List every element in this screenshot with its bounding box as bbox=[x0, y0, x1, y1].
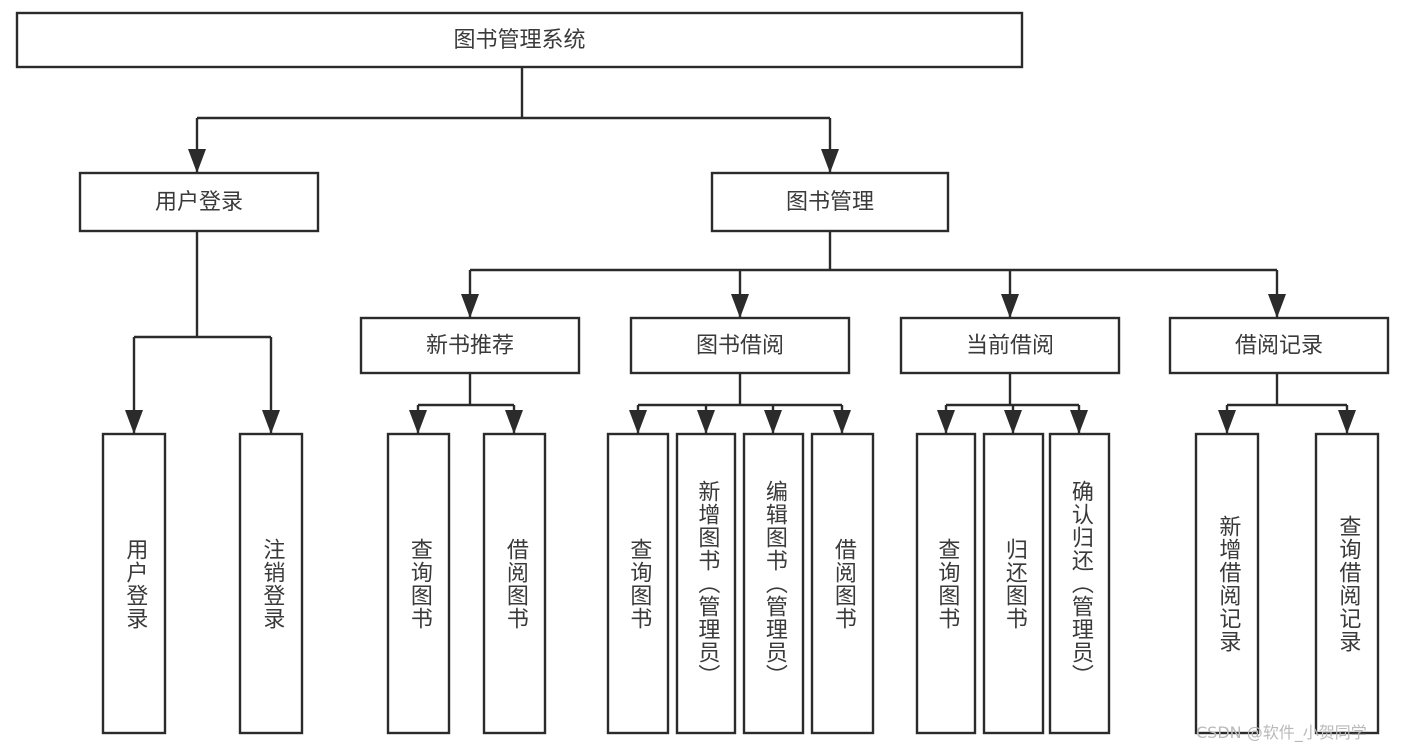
node-root-label: 图书管理系统 bbox=[453, 28, 585, 53]
arrow-head-icon bbox=[409, 410, 427, 434]
arrow-head-icon bbox=[1338, 410, 1356, 434]
node-leaf-return-book-box[interactable] bbox=[982, 432, 1045, 735]
arrow-head-icon bbox=[1268, 294, 1286, 318]
arrow-head-icon bbox=[505, 410, 523, 434]
node-leaf-edit-book-box[interactable] bbox=[742, 432, 805, 735]
node-borrow-record[interactable] bbox=[1168, 316, 1390, 375]
node-new-book-rec-box[interactable] bbox=[359, 316, 581, 375]
node-new-book-rec-label: 新书推荐 bbox=[426, 334, 514, 359]
node-leaf-borrow-book-1[interactable] bbox=[482, 432, 547, 735]
node-leaf-add-borrow-record[interactable] bbox=[1194, 432, 1260, 735]
node-borrow-record-box[interactable] bbox=[1168, 316, 1390, 375]
csdn-watermark: CSDN @软件_小贺同学 bbox=[1196, 723, 1367, 742]
node-leaf-add-borrow-record-box[interactable] bbox=[1194, 432, 1260, 735]
node-borrow-record-label: 借阅记录 bbox=[1235, 334, 1323, 359]
node-new-book-rec[interactable] bbox=[359, 316, 581, 375]
node-book-borrow-label: 图书借阅 bbox=[696, 334, 784, 359]
node-user-login[interactable] bbox=[78, 171, 320, 233]
arrow-head-icon bbox=[731, 294, 749, 318]
arrow-head-icon bbox=[461, 294, 479, 318]
arrow-head-icon bbox=[262, 410, 280, 434]
node-leaf-borrow-book-2-box[interactable] bbox=[810, 432, 875, 735]
arrow-head-icon bbox=[697, 410, 715, 434]
arrow-head-icon bbox=[1070, 410, 1088, 434]
arrow-head-icon bbox=[821, 149, 839, 173]
arrow-head-icon bbox=[833, 410, 851, 434]
node-leaf-return-book[interactable] bbox=[982, 432, 1045, 735]
node-leaf-user-login-box[interactable] bbox=[101, 432, 167, 735]
node-user-login-label: 用户登录 bbox=[155, 190, 243, 215]
arrow-head-icon bbox=[629, 410, 647, 434]
node-leaf-query-book-3[interactable] bbox=[915, 432, 977, 735]
node-leaf-add-book-box[interactable] bbox=[675, 432, 737, 735]
node-leaf-query-book-2-box[interactable] bbox=[606, 432, 670, 735]
node-leaf-confirm-return[interactable] bbox=[1048, 432, 1111, 735]
node-leaf-query-book-1-box[interactable] bbox=[386, 432, 451, 735]
arrow-head-icon bbox=[1218, 410, 1236, 434]
node-root[interactable] bbox=[15, 11, 1024, 69]
node-leaf-query-book-3-box[interactable] bbox=[915, 432, 977, 735]
arrow-head-icon bbox=[764, 410, 782, 434]
node-current-borrow[interactable] bbox=[899, 316, 1121, 375]
node-current-borrow-box[interactable] bbox=[899, 316, 1121, 375]
node-user-login-box[interactable] bbox=[78, 171, 320, 233]
node-leaf-query-book-2[interactable] bbox=[606, 432, 670, 735]
arrow-head-icon bbox=[125, 410, 143, 434]
node-leaf-user-logout-box[interactable] bbox=[238, 432, 304, 735]
node-leaf-query-book-1[interactable] bbox=[386, 432, 451, 735]
node-root-box[interactable] bbox=[15, 11, 1024, 69]
node-leaf-confirm-return-box[interactable] bbox=[1048, 432, 1111, 735]
node-leaf-query-borrow-record-box[interactable] bbox=[1314, 432, 1380, 735]
node-leaf-borrow-book-2[interactable] bbox=[810, 432, 875, 735]
node-current-borrow-label: 当前借阅 bbox=[966, 334, 1054, 359]
node-leaf-user-login[interactable] bbox=[101, 432, 167, 735]
node-leaf-query-borrow-record[interactable] bbox=[1314, 432, 1380, 735]
arrow-head-icon bbox=[1001, 294, 1019, 318]
arrow-head-icon bbox=[937, 410, 955, 434]
arrow-head-icon bbox=[188, 149, 206, 173]
node-leaf-add-book[interactable] bbox=[675, 432, 737, 735]
arrow-head-icon bbox=[1004, 410, 1022, 434]
node-leaf-user-logout[interactable] bbox=[238, 432, 304, 735]
node-leaf-borrow-book-1-box[interactable] bbox=[482, 432, 547, 735]
node-leaf-edit-book[interactable] bbox=[742, 432, 805, 735]
node-book-manage-label: 图书管理 bbox=[786, 190, 874, 215]
